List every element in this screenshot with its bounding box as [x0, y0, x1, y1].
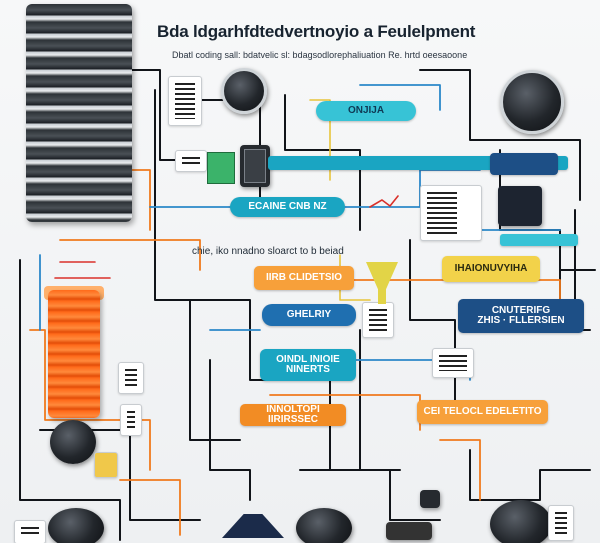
orange-coil-icon — [48, 290, 100, 418]
cyan-bar — [500, 234, 578, 246]
label-orange-right: CEI TELOCL EDELETITO — [417, 400, 548, 424]
wire — [439, 439, 481, 501]
label-navy-right: CNUTERIFG ZHIS · FLLERSIEN — [458, 299, 584, 333]
label-orange-left: INNOLTOPI IIRIRSSEC — [240, 404, 346, 426]
label-teal-low: OINDL INIOIE NINERTS — [260, 349, 356, 381]
dial-icon — [50, 420, 96, 464]
panel-icon — [120, 404, 142, 436]
label-blue-small: GHELRIY — [262, 304, 356, 326]
speaker-icon — [296, 508, 352, 543]
wire — [369, 195, 399, 208]
cylinder-stack-icon — [26, 4, 132, 222]
label-yellow-right: IHAIONUVYIHA — [442, 256, 540, 282]
wire — [539, 209, 576, 301]
wire — [209, 359, 251, 501]
device-icon — [420, 490, 440, 508]
label-teal-mid: ECAINE CNB NZ — [230, 197, 345, 217]
panel-icon — [362, 302, 394, 338]
speaker-icon — [500, 70, 564, 134]
panel-icon — [168, 76, 202, 126]
device-icon — [240, 145, 270, 187]
device-icon — [498, 186, 542, 226]
diagram-subtitle: Dbatl coding sall: bdatvelic sl: bdagsod… — [172, 50, 468, 60]
diagram-title: Bda ldgarhfdtedvertnoyio a Feulelpment — [157, 22, 476, 41]
panel-icon — [432, 348, 474, 378]
wire — [119, 479, 181, 536]
panel-icon — [175, 150, 207, 172]
wire — [469, 449, 591, 501]
panel-icon — [118, 362, 144, 394]
wire — [299, 469, 441, 521]
label-cyan-top: ONJIJA — [316, 101, 416, 121]
wire — [309, 99, 331, 181]
device-icon — [386, 522, 432, 540]
panel-icon — [548, 505, 574, 541]
wire — [154, 89, 241, 441]
label-orange-center: IIRB CLIDETSIO — [254, 266, 354, 290]
wire — [19, 259, 121, 541]
wire — [419, 69, 581, 201]
mid-caption: chie, iko nnadno sloarct to b beiad — [192, 246, 344, 257]
panel-icon — [94, 452, 118, 478]
panel-icon — [14, 520, 46, 543]
dial-icon — [221, 68, 267, 114]
navy-block — [490, 153, 558, 175]
wire — [59, 239, 201, 271]
wire — [359, 84, 441, 111]
panel-icon — [420, 185, 482, 241]
speaker-icon — [48, 508, 104, 543]
speaker-icon — [490, 500, 552, 543]
module-icon — [207, 152, 235, 184]
wire — [284, 94, 361, 231]
wire — [359, 329, 401, 471]
